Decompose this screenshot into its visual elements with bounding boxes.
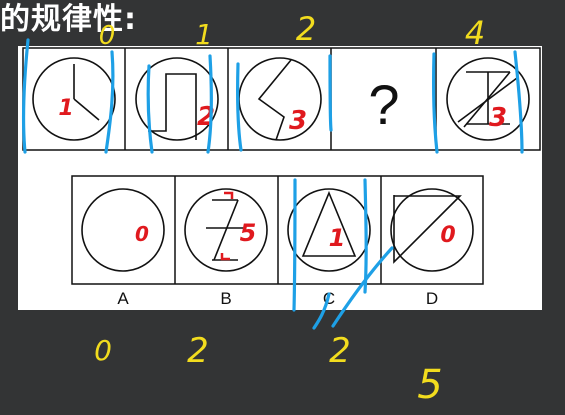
note-bottom-1: 0 [94, 334, 112, 367]
count-option-c: 1 [329, 224, 346, 252]
blue-markup [21, 38, 524, 330]
note-top-2: 1 [195, 18, 213, 51]
option-label-b[interactable]: B [220, 289, 231, 308]
puzzle-sheet [18, 46, 542, 310]
option-a-figure[interactable] [81, 188, 165, 272]
count-option-b: 5 [240, 219, 257, 247]
option-label-d[interactable]: D [426, 289, 438, 308]
top-row-frame [22, 47, 541, 151]
top-cell-3-figure [238, 57, 322, 141]
page-title: 的规律性: [0, 2, 137, 37]
top-row-grid [22, 47, 541, 151]
option-d-figure[interactable] [390, 188, 474, 272]
note-top-4: 4 [465, 14, 485, 52]
note-top-3: 2 [296, 10, 316, 48]
top-cell-1-figure [32, 57, 116, 141]
count-top-5: 3 [489, 103, 507, 133]
count-top-1: 1 [58, 96, 73, 121]
top-cell-2-figure [135, 57, 219, 141]
count-option-d: 0 [440, 223, 455, 248]
top-cell-5-figure [446, 57, 530, 141]
option-b-red-marks [220, 191, 234, 261]
count-option-a: 0 [135, 222, 149, 246]
note-bottom-4: 5 [417, 362, 442, 408]
option-c-figure[interactable] [287, 188, 371, 272]
options-grid [71, 175, 484, 285]
note-bottom-2: 2 [187, 331, 209, 371]
question-mark: ? [368, 73, 399, 136]
count-top-3: 3 [289, 106, 307, 136]
note-top-1: 0 [99, 21, 116, 51]
option-label-a[interactable]: A [117, 289, 129, 308]
note-bottom-3: 2 [329, 331, 351, 371]
